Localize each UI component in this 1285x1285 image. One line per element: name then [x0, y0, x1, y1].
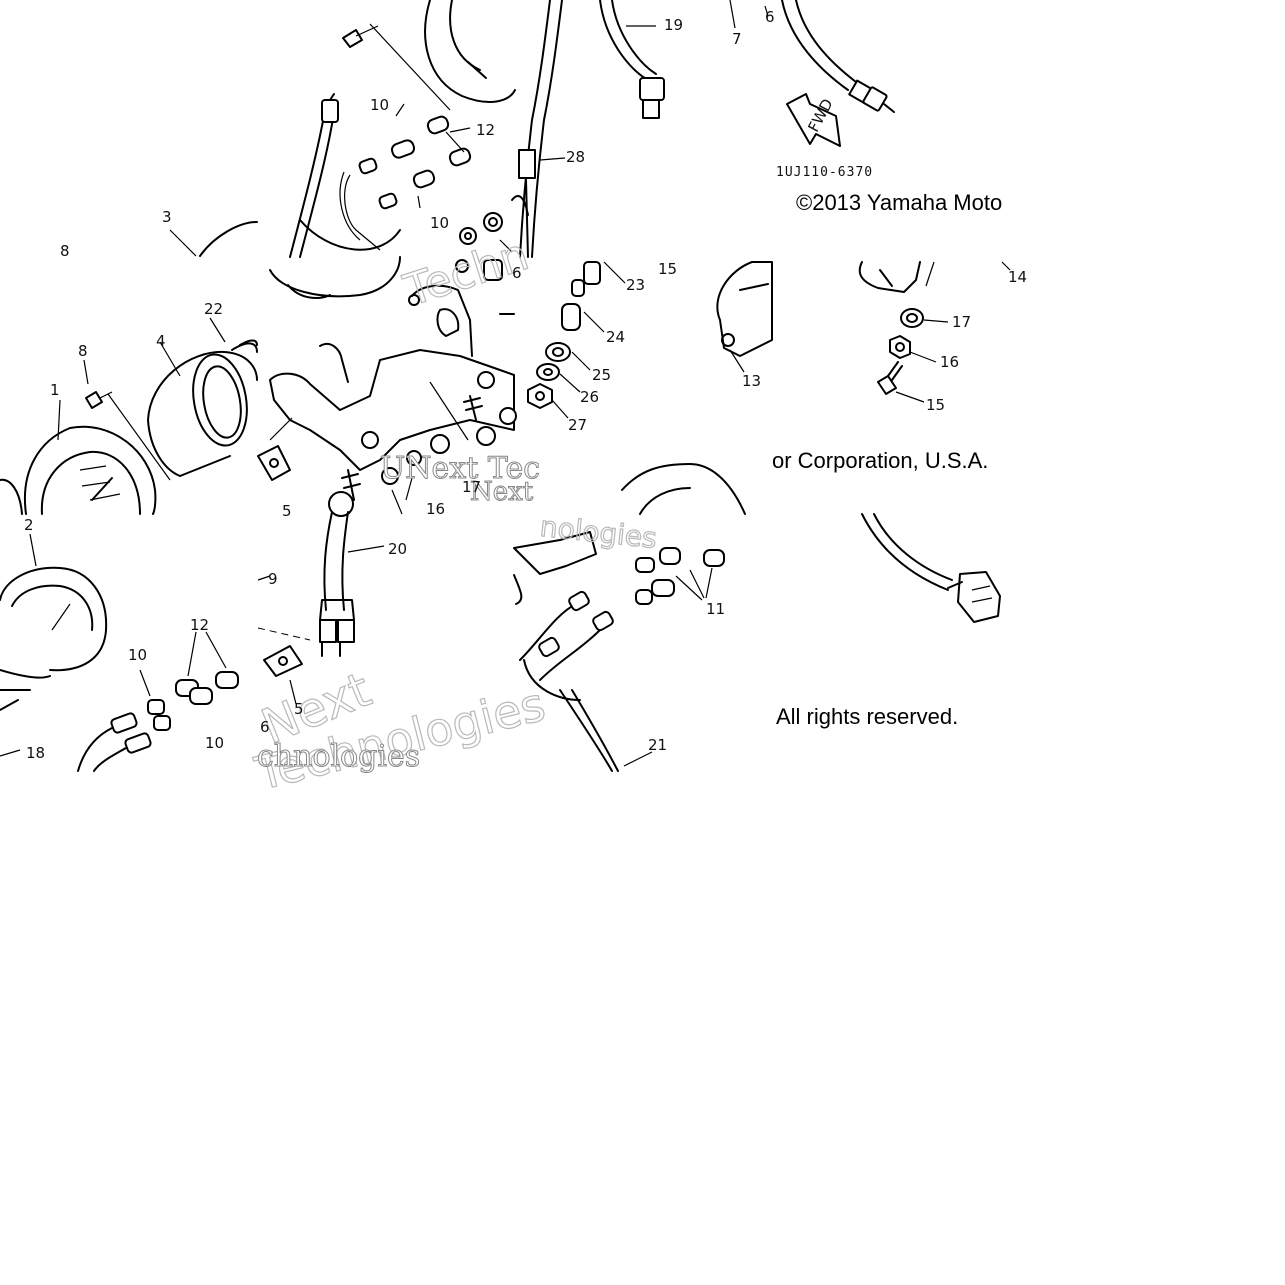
speedometer-cable-right — [781, 0, 895, 113]
nut-16 — [889, 335, 911, 359]
part-code: 1UJ110-6370 — [776, 165, 873, 180]
callout-c23: 23 — [626, 276, 645, 294]
cover-13 — [716, 261, 773, 357]
callout-labels: 19 7 6 10 12 28 10 3 8 6 22 8 4 1 5 17 1… — [24, 8, 1027, 762]
meter-case-upper — [424, 0, 516, 104]
tile-bottom-center: Next Technologies chnologies — [249, 491, 551, 802]
bulbs-10-12-top — [339, 115, 472, 251]
meter-case-4 — [147, 350, 258, 477]
callout-c27: 27 — [568, 416, 587, 434]
harness-cable — [518, 0, 563, 258]
callout-c15a: 15 — [658, 260, 677, 278]
callout-c4: 4 — [156, 332, 166, 350]
tile-mid-left — [0, 221, 258, 515]
watermark-next-tec: Next — [470, 477, 534, 507]
callout-c28: 28 — [566, 148, 585, 166]
watermark-nologies: nologies — [538, 510, 658, 555]
callout-c10d: 10 — [205, 734, 224, 752]
tile-bottom-right: All rights reserved. — [776, 513, 1001, 729]
callout-c24: 24 — [606, 328, 625, 346]
spacers-23-27 — [527, 261, 601, 409]
callout-c22: 22 — [204, 300, 223, 318]
rubber-5 — [257, 445, 291, 481]
bolt-15 — [877, 361, 903, 395]
callout-c12b: 12 — [190, 616, 209, 634]
tile-bottom-left — [0, 533, 239, 772]
tile-center: UNext Tec Techn — [257, 228, 541, 515]
washer-17 — [900, 308, 924, 328]
callout-c16a: 16 — [426, 500, 445, 518]
screw-8 — [85, 391, 113, 409]
harness-21 — [519, 590, 619, 772]
callout-c5b: 5 — [294, 700, 304, 718]
callout-c10c: 10 — [128, 646, 147, 664]
grommets-center — [381, 259, 517, 485]
callout-c2: 2 — [24, 516, 34, 534]
callout-c7: 7 — [732, 30, 742, 48]
callout-c8b: 8 — [78, 342, 88, 360]
rubber-5-bottom — [263, 645, 303, 677]
bolts — [341, 395, 483, 501]
callout-c10b: 10 — [430, 214, 449, 232]
speedometer-cable-left — [289, 93, 339, 258]
tile-bottom-mid-right: nologies — [513, 509, 725, 772]
callout-c25: 25 — [592, 366, 611, 384]
bracket-14 — [858, 261, 921, 293]
ring-22 — [231, 339, 258, 353]
callout-c17b: 17 — [952, 313, 971, 331]
callout-c9: 9 — [268, 570, 278, 588]
fwd-arrow: FWD — [786, 93, 841, 147]
bulbs-11 — [635, 547, 725, 605]
callout-c6a: 6 — [512, 264, 522, 282]
speedometer-2 — [0, 566, 108, 711]
callout-c3: 3 — [162, 208, 172, 226]
watermark-chnologies: chnologies — [257, 739, 420, 774]
callout-c19: 19 — [664, 16, 683, 34]
socket-20 — [319, 491, 355, 657]
callout-c6b: 6 — [260, 718, 270, 736]
callout-c15b: 15 — [926, 396, 945, 414]
callout-c18: 18 — [26, 744, 45, 762]
meter-bracket — [269, 284, 515, 471]
screw-top — [342, 25, 379, 48]
tile-top-center — [289, 0, 516, 258]
watermark-unext: UNext Tec — [380, 451, 540, 486]
bulb-socket-19 — [599, 0, 665, 119]
tile-right-mid: or Corporation, U.S.A. — [772, 261, 1011, 473]
connector-cable — [861, 513, 1001, 623]
callout-c20: 20 — [388, 540, 407, 558]
copyright-line-3: All rights reserved. — [776, 704, 958, 729]
callout-c21: 21 — [648, 736, 667, 754]
callout-c10a: 10 — [370, 96, 389, 114]
callout-c1: 1 — [50, 381, 60, 399]
callout-c17a: 17 — [462, 478, 481, 496]
copyright-line-2: or Corporation, U.S.A. — [772, 448, 988, 473]
tile-center-right: Next — [470, 261, 773, 515]
bulbs-10-12-bottom — [77, 671, 239, 772]
callout-c6top: 6 — [765, 8, 775, 26]
callout-c14: 14 — [1008, 268, 1027, 286]
callout-c5a: 5 — [282, 502, 292, 520]
tachometer-assembly — [0, 425, 157, 515]
tile-top-right: FWD 1UJ110-6370 ©2013 Yamaha Moto — [729, 0, 1002, 215]
grommets-top — [459, 212, 503, 245]
callout-c16b: 16 — [940, 353, 959, 371]
callout-c8a: 8 — [60, 242, 70, 260]
tile-top-mid-right — [511, 0, 665, 258]
callout-c12a: 12 — [476, 121, 495, 139]
watermark-bottom-center: Next Technologies chnologies — [249, 661, 551, 802]
copyright-line-1: ©2013 Yamaha Moto — [796, 190, 1002, 215]
callout-c13: 13 — [742, 372, 761, 390]
callout-c26: 26 — [580, 388, 599, 406]
callout-c11: 11 — [706, 600, 725, 618]
